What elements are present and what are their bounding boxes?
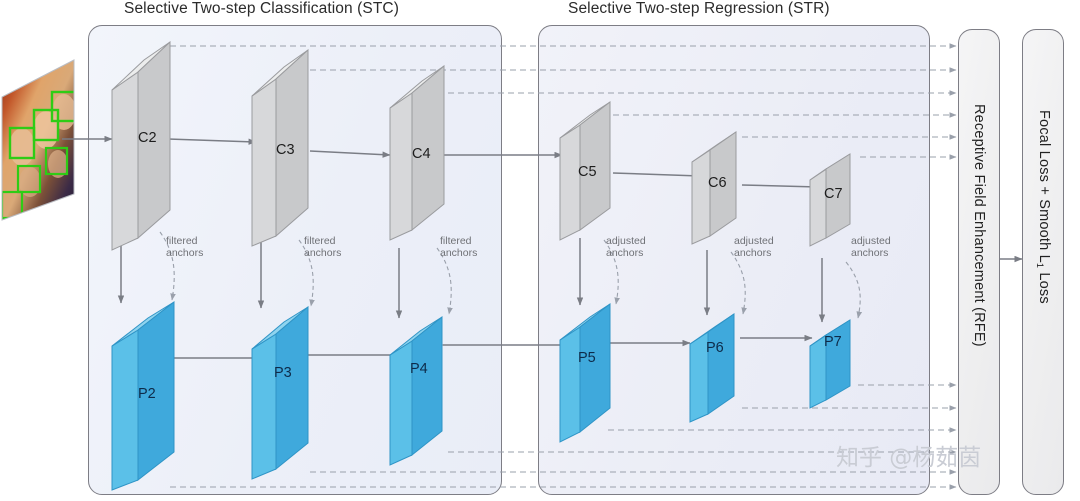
annotation-line1: filtered [166,235,198,247]
annotation-line2: anchors [304,246,342,259]
annotation-line1: filtered [440,235,472,247]
annotation-filtered-anchors-2: filtered anchors [304,235,342,259]
annotation-line2: anchors [851,246,889,259]
block-c2[interactable]: C2 [108,38,180,251]
block-c5[interactable]: C5 [556,98,618,241]
loss-label-pre: Focal Loss + Smooth L [1035,110,1052,263]
annotation-line2: anchors [440,246,478,259]
block-c3[interactable]: C3 [248,46,318,247]
loss-label-post: Loss [1035,268,1052,304]
panel-loss [1022,29,1064,495]
rfe-label: Receptive Field Enhancement (RFE) [971,104,987,347]
loss-label: Focal Loss + Smooth L1 Loss [1035,110,1052,304]
block-p5[interactable]: P5 [556,300,620,443]
block-p6[interactable]: P6 [686,310,744,423]
group-title-stc: Selective Two-step Classification (STC) [124,0,399,17]
block-c6[interactable]: C6 [688,128,744,245]
panel-rfe [958,29,1000,495]
annotation-line1: adjusted [606,235,646,247]
block-p2[interactable]: P2 [108,298,186,491]
annotation-line2: anchors [166,246,204,259]
annotation-filtered-anchors-1: filtered anchors [166,235,204,259]
annotation-adjusted-anchors-2: adjusted anchors [734,235,774,259]
annotation-adjusted-anchors-1: adjusted anchors [606,235,646,259]
annotation-line2: anchors [734,246,772,259]
block-p4[interactable]: P4 [386,313,454,466]
block-c7[interactable]: C7 [806,150,858,247]
input-image [0,42,88,227]
annotation-line1: filtered [304,235,336,247]
block-c4[interactable]: C4 [386,62,454,241]
group-title-str: Selective Two-step Regression (STR) [568,0,830,17]
annotation-adjusted-anchors-3: adjusted anchors [851,235,891,259]
watermark: 知乎 @杨茹茵 [836,445,982,471]
loss-label-sub: 1 [1035,262,1045,269]
block-p7[interactable]: P7 [806,316,860,409]
annotation-line2: anchors [606,246,644,259]
annotation-filtered-anchors-3: filtered anchors [440,235,478,259]
annotation-line1: adjusted [734,235,774,247]
block-p3[interactable]: P3 [248,303,320,480]
annotation-line1: adjusted [851,235,891,247]
